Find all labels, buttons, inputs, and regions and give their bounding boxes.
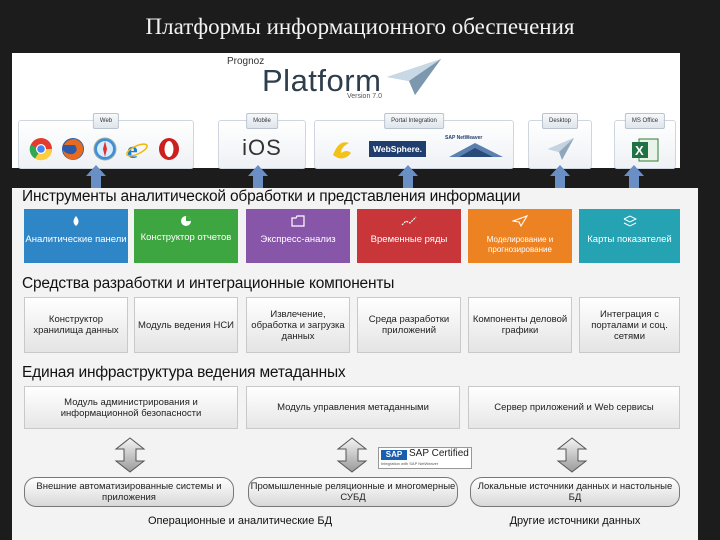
arrow-up-msoffice [624, 165, 644, 189]
tool-scorecards: Карты показателей [579, 209, 680, 263]
folder-icon [291, 215, 305, 227]
chrome-icon [29, 138, 53, 161]
paper-plane-logo-icon [387, 59, 441, 95]
section-dev-title: Средства разработки и интеграционные ком… [22, 275, 395, 292]
channel-portal-integration: Portal Integration WebSphere. SAP NetWea… [314, 113, 514, 169]
ios-logo-text: iOS [242, 135, 282, 160]
sap-logo: SAP [381, 450, 407, 460]
dev-portal-integration: Интеграция с порталами и соц. сетями [579, 297, 680, 353]
layers-icon [623, 215, 637, 227]
pie-chart-icon [181, 216, 191, 226]
channel-mobile: Mobile iOS [218, 113, 306, 169]
dev-dwh-builder: Конструктор хранилища данных [24, 297, 128, 353]
channel-arrows [86, 165, 644, 189]
arrow-up-mobile [248, 165, 268, 189]
double-arrow-left [114, 437, 146, 473]
websphere-logo: WebSphere. [369, 141, 426, 157]
tool-label: Аналитические панели [25, 234, 127, 245]
svg-text:X: X [635, 143, 644, 158]
db-external-systems: Внешние автоматизированные системы и при… [24, 477, 234, 507]
dev-mdm-module: Модуль ведения НСИ [134, 297, 238, 353]
arrow-up-portal [398, 165, 418, 189]
tool-label: Конструктор отчетов [140, 232, 232, 243]
double-arrow-center [336, 437, 368, 473]
tool-analytic-panels: Аналитические панели [24, 209, 128, 263]
sharepoint-icon [333, 142, 351, 159]
sap-certified-title: SAP Certified [409, 448, 469, 459]
dev-etl: Извлечение, обработка и загрузка данных [246, 297, 350, 353]
db-industrial-dbms: Промышленные реляционные и многомерные С… [248, 477, 458, 507]
channel-mobile-label: Mobile [246, 113, 278, 129]
tool-time-series: Временные ряды [357, 209, 461, 263]
channel-msoffice-label: MS Office [624, 113, 666, 129]
safari-icon [93, 137, 117, 161]
sap-certified-subtitle: Integration with SAP NetWeaver [381, 461, 439, 466]
plane-icon [512, 215, 528, 227]
firefox-icon [62, 138, 84, 160]
slide-title: Платформы информационного обеспечения [145, 14, 575, 39]
meta-app-server: Сервер приложений и Web сервисы [468, 386, 680, 429]
brand-name: Prognoz [227, 56, 265, 67]
excel-icon: X [632, 138, 659, 162]
channel-ms-office: MS Office X [614, 113, 676, 169]
sap-netweaver-logo: SAP NetWeaver [445, 135, 507, 161]
label-operational-db: Операционные и аналитические БД [147, 515, 333, 527]
drop-icon [73, 216, 79, 226]
section-tools-title: Инструменты аналитической обработки и пр… [22, 188, 521, 205]
channel-desktop: Desktop [528, 113, 592, 169]
channel-web-label: Web [92, 113, 120, 129]
dev-business-graphics: Компоненты деловой графики [468, 297, 572, 353]
paper-plane-icon [548, 138, 574, 160]
ie-icon: e [126, 138, 148, 161]
double-arrow-right [556, 437, 588, 473]
tool-label: Временные ряды [370, 234, 448, 245]
db-local-sources: Локальные источники данных и настольные … [470, 477, 680, 507]
arrow-up-desktop [550, 165, 570, 189]
meta-management: Модуль управления метаданными [246, 386, 460, 429]
label-other-sources: Другие источники данных [509, 515, 641, 527]
tool-label: Моделирование и прогнозирование [486, 235, 554, 254]
product-name: Platform [262, 63, 382, 98]
sap-certified-badge: SAP SAP Certified Integration with SAP N… [378, 447, 472, 469]
channel-portal-label: Portal Integration [384, 113, 444, 129]
sap-netweaver-label: SAP NetWeaver [445, 135, 483, 141]
section-meta-title: Единая инфраструктура ведения метаданных [22, 364, 346, 381]
channel-desktop-label: Desktop [541, 113, 579, 129]
dev-app-environment: Среда разработки приложений [357, 297, 461, 353]
trend-line-icon [401, 216, 417, 226]
channel-web: Web e [18, 113, 194, 169]
tool-modeling: Моделирование и прогнозирование [468, 209, 572, 263]
meta-admin-security: Модуль администрирования и информационно… [24, 386, 238, 429]
platform-banner: Prognoz Platform Version 7.0 Web e Mobil… [12, 53, 680, 169]
db-arrows [114, 437, 588, 473]
tool-label: Карты показателей [587, 234, 672, 245]
tool-label: Экспресс-анализ [260, 234, 336, 245]
opera-icon [159, 138, 179, 160]
product-version: Version 7.0 [347, 93, 383, 100]
netweaver-grid-icon [449, 143, 503, 157]
tool-report-builder: Конструктор отчетов [134, 209, 238, 263]
svg-text:e: e [127, 138, 138, 161]
arrow-up-web [86, 165, 106, 189]
tool-express-analysis: Экспресс-анализ [246, 209, 350, 263]
